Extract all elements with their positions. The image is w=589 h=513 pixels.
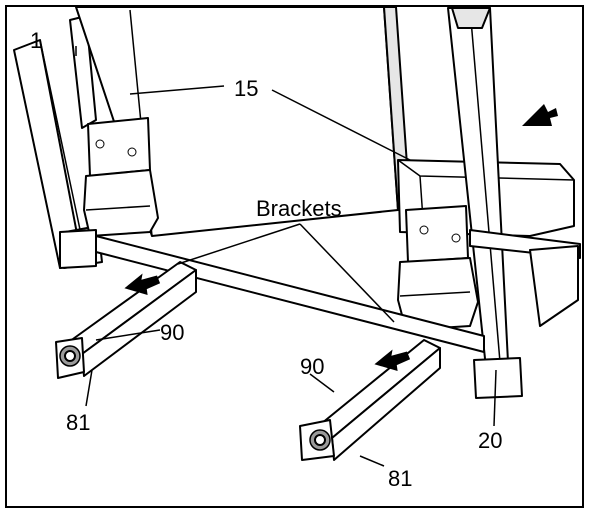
label-part-1: 1 [30,28,42,53]
right-pivot-block [397,205,479,331]
label-part-90-right: 90 [300,354,324,379]
label-part-15: 15 [234,76,258,101]
label-brackets: Brackets [256,196,342,221]
label-part-20: 20 [478,428,502,453]
right-leg-90 [299,339,441,461]
label-part-90-left: 90 [160,320,184,345]
arrow-icon [522,104,558,126]
arrow-icon [124,273,161,296]
arrow-icon [374,349,411,372]
left-pivot-block [83,117,159,237]
label-part-81-left: 81 [66,410,90,435]
leader-lines [75,46,497,467]
label-part-81-right: 81 [388,466,412,491]
rear-crossbar [59,229,581,399]
